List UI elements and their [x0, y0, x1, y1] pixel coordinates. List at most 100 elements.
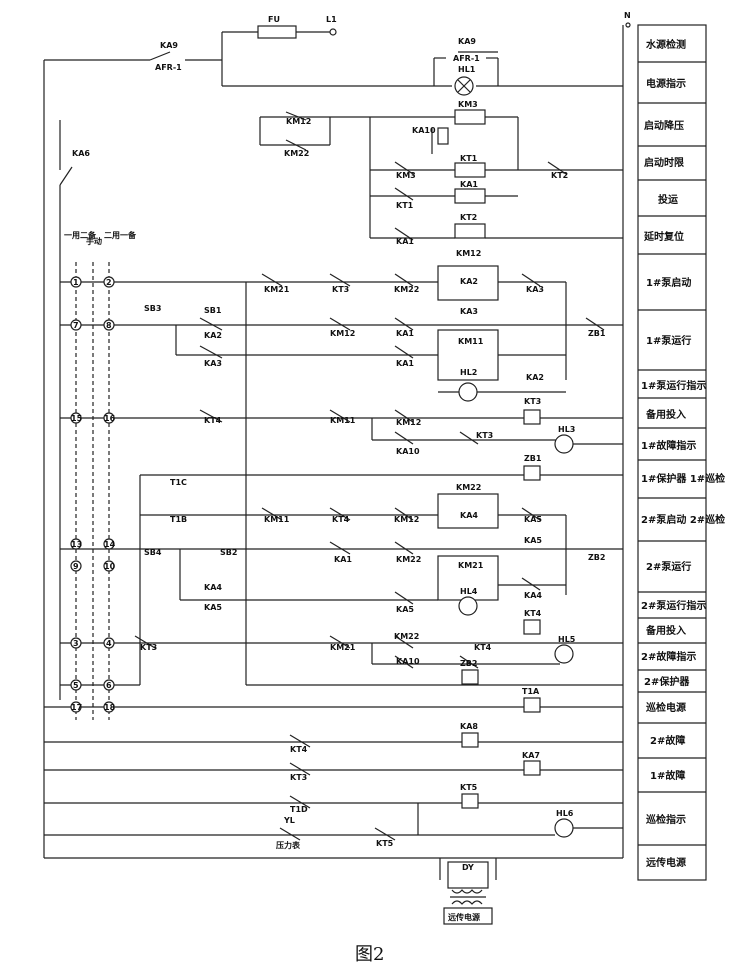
label-ka5b: KA5 — [204, 603, 222, 612]
label-hl3: HL3 — [558, 425, 575, 434]
panel-item-15: 2#泵运行指示 — [641, 599, 706, 612]
label-km21b: KM21 — [330, 643, 356, 652]
fu-label: FU — [268, 15, 280, 24]
label-r_ka1: KA1 — [396, 237, 414, 246]
label-ka4b: KA4 — [524, 591, 542, 600]
terminal-15: 15 — [71, 414, 83, 423]
label-t1b: T1B — [170, 515, 187, 524]
terminal-7: 7 — [73, 321, 79, 330]
hl1-label: HL1 — [458, 65, 476, 74]
function-panel: 水源检测 电源指示 启动降压 启动时限 投运 延时复位 1#泵启动 1#泵运行 … — [637, 24, 725, 881]
label-zb2coil: ZB2 — [460, 659, 477, 668]
label-t1a: T1A — [522, 687, 540, 696]
label-ka8: KA8 — [460, 722, 478, 731]
terminal-6: 6 — [106, 681, 112, 690]
label-ka1b: KA1 — [396, 329, 414, 338]
label-ka1c: KA1 — [396, 359, 414, 368]
label-r_kt1coil: KT1 — [460, 154, 478, 163]
afr-right-label: AFR-1 — [453, 54, 480, 63]
panel-item-12: 1#保护器 1#巡检 — [641, 472, 725, 485]
label-p1_kt3: KT3 — [332, 285, 349, 294]
label-ka10b: KA10 — [396, 447, 420, 456]
afr-left-label: AFR-1 — [155, 63, 182, 72]
label-p1_km22: KM22 — [394, 285, 419, 294]
label-ka3: KA3 — [204, 359, 222, 368]
label-km11c: KM11 — [264, 515, 290, 524]
label-kt4c: KT4 — [474, 643, 492, 652]
label-hl4: HL4 — [460, 587, 478, 596]
terminal-numbers: 1 2 7 8 15 16 13 14 9 10 3 4 5 6 17 18 — [71, 278, 116, 712]
panel-item-11: 1#故障指示 — [641, 439, 696, 452]
panel-item-22: 巡检指示 — [646, 813, 686, 826]
terminal-9: 9 — [73, 562, 79, 571]
label-ka10c: KA10 — [396, 657, 420, 666]
terminal-10: 10 — [104, 562, 116, 571]
circuit-rows — [44, 109, 623, 925]
label-ka7: KA7 — [522, 751, 540, 760]
ka9-left-label: KA9 — [160, 41, 178, 50]
terminal-17: 17 — [71, 703, 82, 712]
terminal-5: 5 — [73, 681, 79, 690]
label-dy-note: 远传电源 — [448, 912, 480, 922]
label-km11b: KM11 — [330, 416, 356, 425]
label-kt3b: KT3 — [476, 431, 493, 440]
panel-item-7: 1#泵启动 — [646, 276, 691, 289]
label-kt4b: KT4 — [332, 515, 350, 524]
terminal-3: 3 — [73, 639, 79, 648]
selector-switch — [75, 262, 110, 720]
supply-rails — [43, 22, 631, 859]
label-r_km22: KM22 — [284, 149, 309, 158]
label-kt4d: KT4 — [290, 745, 308, 754]
label-km22coil: KM22 — [456, 483, 481, 492]
label-hl2: HL2 — [460, 368, 477, 377]
panel-item-14: 2#泵运行 — [646, 560, 691, 573]
label-r_kt2: KT2 — [551, 171, 568, 180]
panel-item-5: 投运 — [658, 193, 678, 206]
label-p1_km12: KM12 — [456, 249, 481, 258]
panel-item-10: 备用投入 — [645, 408, 686, 421]
panel-item-9: 1#泵运行指示 — [641, 379, 706, 392]
label-km12c: KM12 — [396, 418, 421, 427]
label-r_ka1coil: KA1 — [460, 180, 478, 189]
label-km21coil: KM21 — [458, 561, 484, 570]
label-ka5coil: KA5 — [524, 536, 542, 545]
contact-marks — [134, 111, 605, 841]
label-zb2: ZB2 — [588, 553, 605, 562]
label-ka4: KA4 — [204, 583, 222, 592]
label-sb2: SB2 — [220, 548, 237, 557]
label-km22b: KM22 — [396, 555, 421, 564]
label-sb3: SB3 — [144, 304, 161, 313]
label-ka5c: KA5 — [396, 605, 414, 614]
panel-item-13: 2#泵启动 2#巡检 — [641, 513, 725, 526]
label-ka2b: KA2 — [526, 373, 544, 382]
selector-col1: 一用二备 — [64, 230, 97, 240]
label-sb4: SB4 — [144, 548, 162, 557]
label-p1_km21: KM21 — [264, 285, 290, 294]
panel-item-16: 备用投入 — [645, 624, 686, 637]
label-hl5: HL5 — [558, 635, 576, 644]
panel-item-23: 远传电源 — [646, 856, 686, 869]
panel-item-2: 电源指示 — [646, 77, 686, 90]
terminal-4: 4 — [106, 639, 112, 648]
label-km22c: KM22 — [394, 632, 419, 641]
label-zb1coil: ZB1 — [524, 454, 542, 463]
component-labels: KM12 KM22 KM3 KA10 KT1 KM3 KA1 KT1 KT2 K… — [140, 100, 606, 922]
ka9-right-label: KA9 — [458, 37, 476, 46]
label-kt3c: KT3 — [140, 643, 157, 652]
panel-item-6: 延时复位 — [643, 230, 684, 243]
label-r_ka10: KA10 — [412, 126, 436, 135]
label-kt3d: KT3 — [290, 773, 307, 782]
label-yl-note: 压力表 — [276, 840, 301, 850]
label-r_km3c: KM3 — [396, 171, 416, 180]
terminal-18: 18 — [104, 703, 116, 712]
label-r_km3: KM3 — [458, 100, 478, 109]
label-kt5coil: KT5 — [460, 783, 478, 792]
label-r_kt1: KT1 — [396, 201, 414, 210]
terminal-14: 14 — [104, 540, 116, 549]
panel-item-21: 1#故障 — [650, 769, 685, 782]
label-kt5: KT5 — [376, 839, 394, 848]
terminal-13: 13 — [71, 540, 82, 549]
label-ka3coil: KA3 — [460, 307, 478, 316]
label-zb1: ZB1 — [588, 329, 606, 338]
